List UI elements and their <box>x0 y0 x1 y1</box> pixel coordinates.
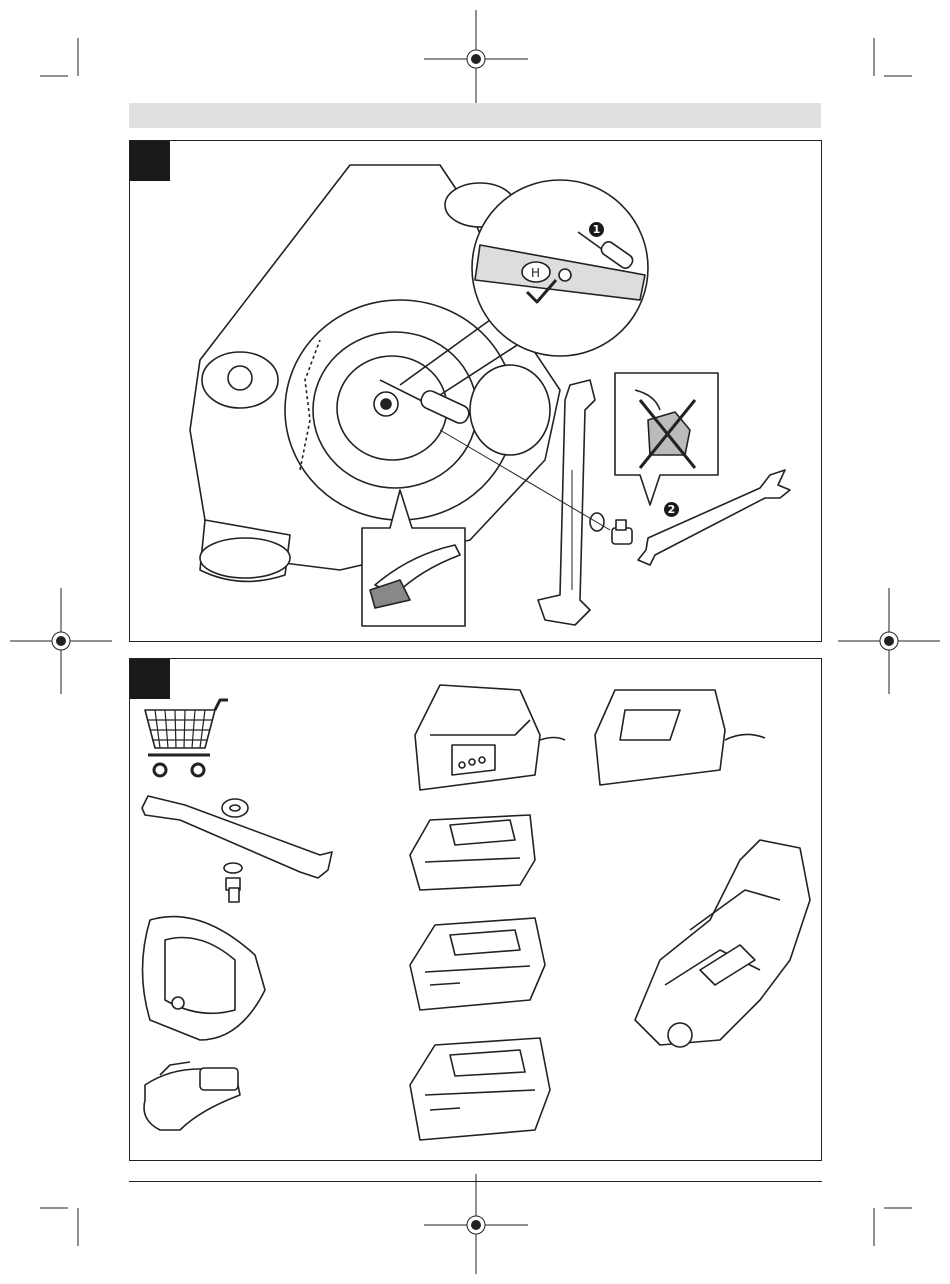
shopping-cart-icon <box>145 700 228 776</box>
grass-box-icon <box>143 917 266 1040</box>
gloves-icon <box>144 1062 240 1130</box>
battery-small-icon <box>410 815 535 890</box>
charger-fast-icon <box>415 685 565 790</box>
lawnmower-cover-icon <box>635 840 810 1047</box>
blade-kit-icon <box>142 796 332 902</box>
page-footer-rule <box>129 1181 822 1182</box>
battery-medium-icon <box>410 918 545 1010</box>
battery-large-icon <box>410 1038 550 1140</box>
charger-icon <box>595 690 765 785</box>
